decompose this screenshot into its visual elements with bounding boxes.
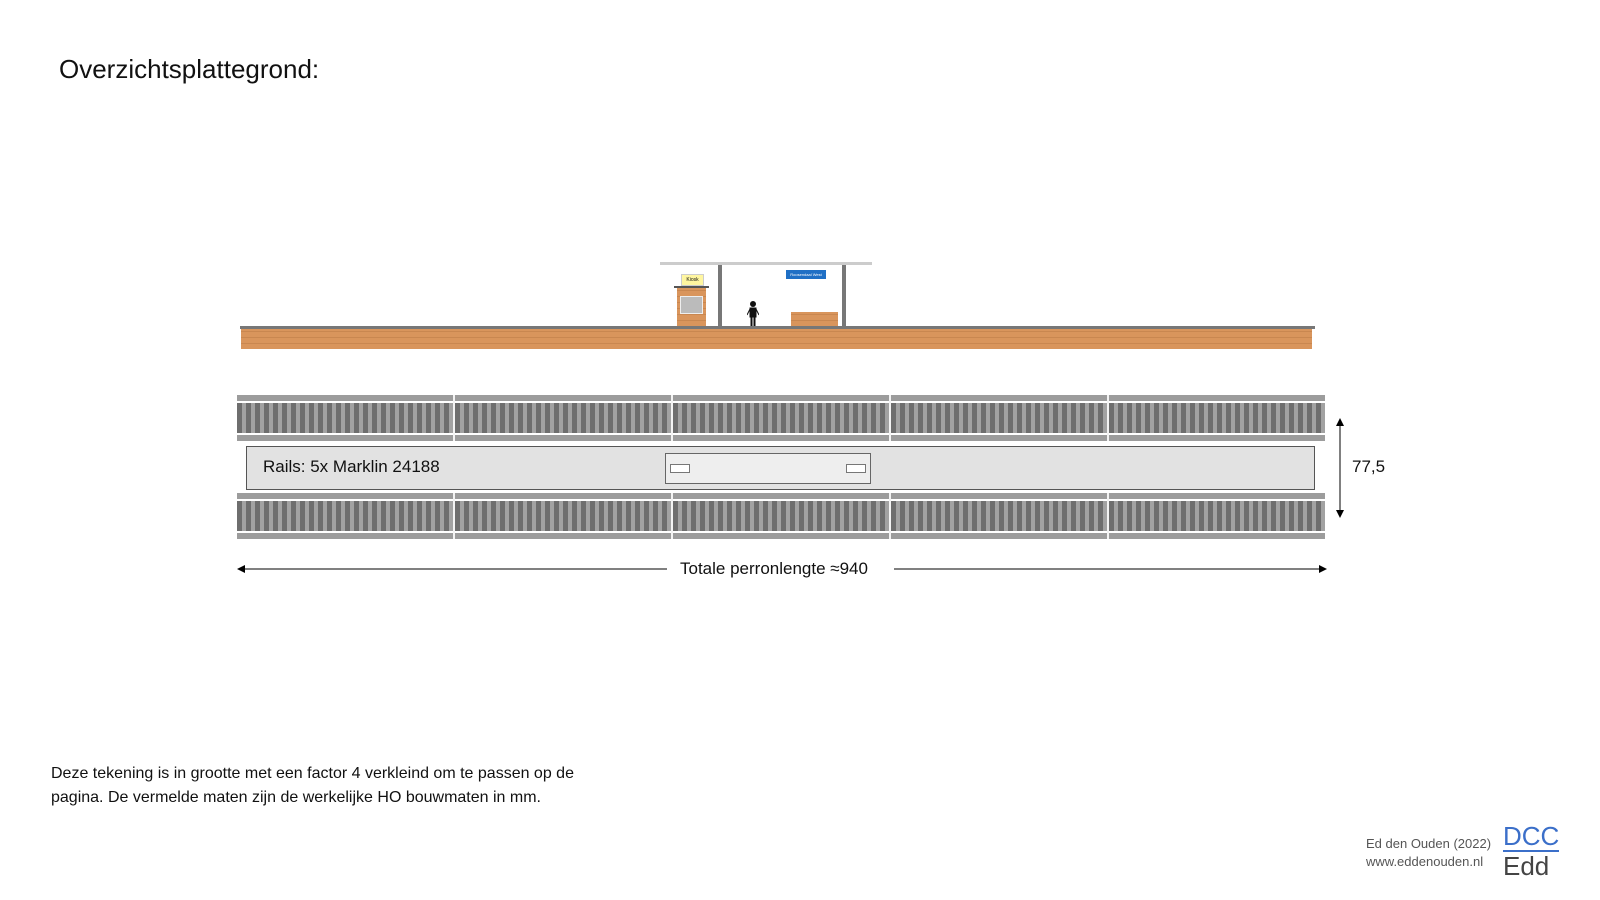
kiosk-roof	[674, 286, 709, 288]
width-dimension-label: 77,5	[1352, 457, 1386, 476]
note-line: Deze tekening is in grootte met een fact…	[51, 765, 574, 782]
logo-top: DCC	[1503, 821, 1560, 852]
note: Deze tekening is in grootte met een fact…	[51, 762, 574, 810]
rails-label: Rails: 5x Marklin 24188	[263, 457, 440, 476]
website: www.eddenouden.nl	[1366, 854, 1484, 869]
logo: DCC Edd	[1503, 821, 1560, 881]
person-icon	[746, 301, 760, 328]
rail-segment	[455, 395, 673, 441]
rail-segment	[1109, 395, 1325, 441]
page-title: Overzichtsplattegrond:	[59, 54, 320, 84]
length-dimension-arrow	[237, 562, 1327, 580]
rail-segment	[237, 493, 455, 539]
rail-segment	[891, 395, 1109, 441]
rail-segment	[1109, 493, 1325, 539]
rail-segment	[455, 493, 673, 539]
station-sign: Roosendaal West	[786, 270, 826, 279]
author: Ed den Ouden (2022)	[1366, 836, 1492, 851]
credits: Ed den Ouden (2022) www.eddenouden.nl	[1366, 835, 1491, 871]
kiosk	[677, 288, 706, 326]
length-dimension-label: Totale perronlengte ≈940	[680, 559, 868, 578]
kiosk-sign: Kiosk	[681, 274, 704, 286]
kiosk-window	[680, 296, 703, 314]
canopy-outline	[665, 453, 871, 484]
canopy-roof	[660, 262, 872, 265]
marker	[846, 464, 866, 473]
bench	[791, 312, 838, 326]
platform-edge	[240, 326, 1315, 329]
canopy-post	[718, 265, 722, 327]
note-line: pagina. De vermelde maten zijn de werkel…	[51, 789, 541, 806]
logo-bottom: Edd	[1503, 851, 1550, 881]
canopy-post	[842, 265, 846, 327]
track-top	[237, 395, 1325, 441]
marker	[670, 464, 690, 473]
platform-top-view: Rails: 5x Marklin 24188	[246, 446, 1315, 490]
rail-segment	[673, 395, 891, 441]
rail-segment	[237, 395, 455, 441]
platform-brick	[241, 329, 1312, 349]
track-bottom	[237, 493, 1325, 539]
rail-segment	[673, 493, 891, 539]
width-dimension-arrow	[1334, 418, 1346, 523]
rail-segment	[891, 493, 1109, 539]
